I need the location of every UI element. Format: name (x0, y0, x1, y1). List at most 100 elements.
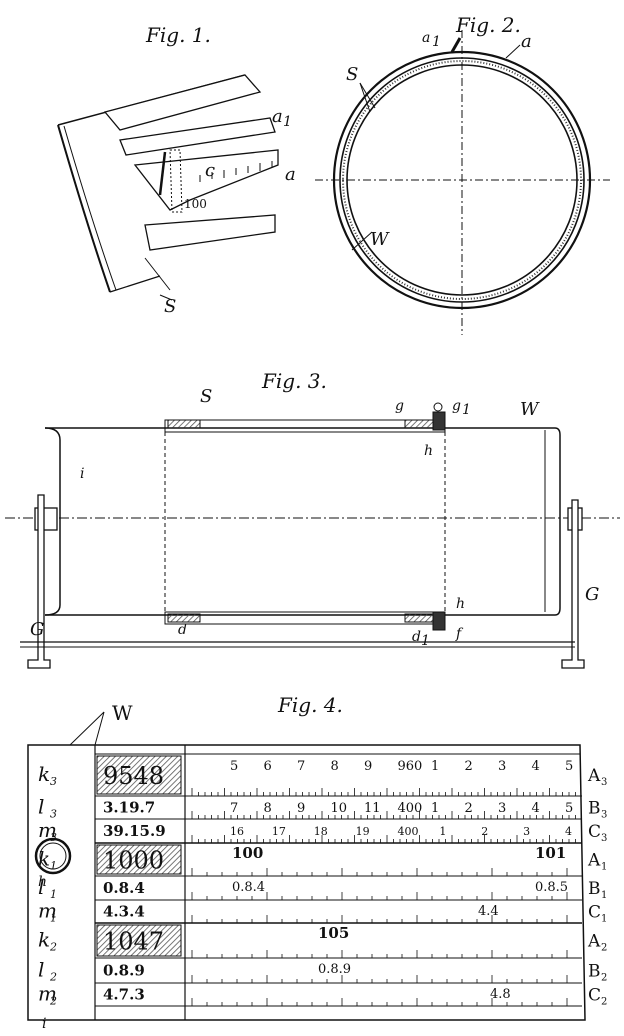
fig4-row-number: 1 (431, 759, 439, 774)
fig4-row-number: 400 (398, 825, 419, 838)
fig4-row-number: 4 (532, 801, 540, 816)
fig4-row-number: 17 (272, 825, 286, 838)
fig2-label-w: W (370, 229, 390, 250)
fig4-row-right-sub: 2 (601, 973, 607, 984)
fig1-slat-top (103, 74, 262, 131)
fig4-row-left-label: l (38, 958, 44, 982)
fig4-row-value: 3.19.7 (103, 799, 155, 817)
fig1: Fig. 1. a 1 a c 100 S (57, 23, 296, 317)
fig4-row-left-sub: 2 (49, 995, 57, 1008)
fig2-ring-drum (346, 64, 578, 296)
fig3-label-d: d (178, 622, 187, 638)
fig4-row-number: 0.8.5 (535, 880, 568, 895)
fig4-row-number: 2 (465, 801, 473, 816)
fig3-label-g: g (395, 398, 404, 414)
fig4-counter-box (96, 924, 182, 957)
fig4-row-number: 6 (264, 759, 272, 774)
fig3-frame-left (27, 494, 51, 669)
fig4-row-right-sub: 3 (601, 810, 607, 821)
fig4-row-left-sub: 1 (50, 912, 57, 925)
fig4-row-number: 11 (364, 801, 381, 816)
fig4-row-number: 7 (230, 801, 238, 816)
fig4-row-right-sub: 1 (601, 914, 607, 925)
fig4-row-right-label: A (587, 766, 601, 786)
fig4-row-number: 5 (230, 759, 238, 774)
fig4-row-number: 400 (398, 801, 423, 816)
fig4-row-value: 9548 (103, 762, 164, 790)
fig4-row-left-label: m (38, 899, 57, 923)
fig3-label-s: S (200, 386, 212, 407)
fig4-row-number: 0.8.4 (232, 880, 265, 895)
fig4-row-number: 9 (364, 759, 372, 774)
fig4-row-right-label: C (588, 903, 601, 923)
fig4-row-left-sub: 1 (50, 888, 57, 901)
fig3-label-g-right: G (585, 584, 599, 605)
fig4-row-right-label: A (587, 932, 601, 952)
fig4-row-number: 4.4 (478, 904, 499, 919)
fig3-label-d1-sub: 1 (421, 633, 430, 649)
fig4-row-number: 4 (532, 759, 540, 774)
fig1-label-c: c (205, 160, 215, 181)
fig4-row-right-label: C (588, 986, 601, 1006)
fig1-cursor (169, 149, 183, 213)
fig4-row-number: 4 (565, 825, 572, 838)
fig4-row-right-sub: 2 (601, 943, 607, 954)
fig4-row-left-sub: 3 (50, 775, 57, 788)
fig3-label-h-bottom: h (456, 596, 465, 612)
fig2-label-s: S (346, 64, 358, 85)
fig4-hole (34, 837, 72, 875)
fig3-label-f: f (455, 626, 464, 642)
fig4-row-number: 3 (498, 801, 506, 816)
fig4-row-value: 0.8.9 (103, 962, 145, 980)
fig3-clamp-bottom (432, 611, 446, 631)
fig4-row-value: 39.15.9 (103, 822, 166, 840)
fig4-row-number: 0.8.9 (318, 962, 351, 977)
fig2-label-a1-sub: 1 (432, 34, 441, 50)
fig3-frame-right (561, 499, 585, 669)
fig4-row-right-label: A (587, 851, 601, 871)
fig3: Fig. 3. S g g 1 W h i G G d d 1 (5, 369, 620, 669)
fig1-caption: Fig. 1. (145, 23, 211, 47)
fig4-row-right-sub: 3 (601, 833, 607, 844)
fig4-row-number: 101 (535, 844, 566, 862)
fig4-row-number: 1 (439, 825, 446, 838)
fig4-row-number: 3 (523, 825, 530, 838)
fig4-row-left-label: k (38, 847, 50, 871)
fig4-row-right-sub: 1 (601, 862, 607, 873)
fig3-label-g-left: G (30, 619, 44, 640)
fig4-row-number: 2 (465, 759, 473, 774)
fig1-label-a1: a (272, 106, 283, 127)
fig3-label-i: i (80, 466, 84, 482)
fig4-row-right-label: C (588, 822, 601, 842)
fig1-label-s: S (164, 296, 176, 317)
fig3-caption: Fig. 3. (261, 369, 327, 393)
fig4-row-right-sub: 3 (601, 777, 607, 788)
fig4-row-number: 1 (431, 801, 439, 816)
fig4-row-number: 100 (232, 844, 263, 862)
fig1-label-a1-sub: 1 (283, 114, 292, 130)
fig4-row-left-label: m (38, 818, 57, 842)
fig1-sheet-curve-inner (63, 125, 117, 291)
fig4-caption: Fig. 4. (277, 693, 343, 717)
fig1-label-a: a (285, 164, 296, 185)
fig4-row-left-sub: 2 (49, 971, 57, 984)
fig4-row-number: 8 (331, 759, 339, 774)
fig3-label-w: W (520, 399, 540, 420)
fig4-row-left-label: l (38, 795, 44, 819)
fig4-row-number: 960 (398, 759, 423, 774)
fig2-label-a: a (521, 31, 532, 52)
fig4-label-h: h (38, 874, 47, 890)
fig4-row-number: 4.8 (490, 987, 511, 1002)
fig2: Fig. 2. a 1 a S W (315, 13, 610, 335)
fig4-row-value: 1047 (103, 928, 164, 956)
fig2-ring-outer (332, 50, 592, 310)
fig4-row-left-label: l (38, 875, 44, 899)
fig4-row-number: 5 (565, 759, 573, 774)
fig4-row-right-sub: 2 (601, 997, 607, 1008)
fig3-label-g1-sub: 1 (462, 402, 471, 418)
fig4-table (27, 744, 586, 1021)
